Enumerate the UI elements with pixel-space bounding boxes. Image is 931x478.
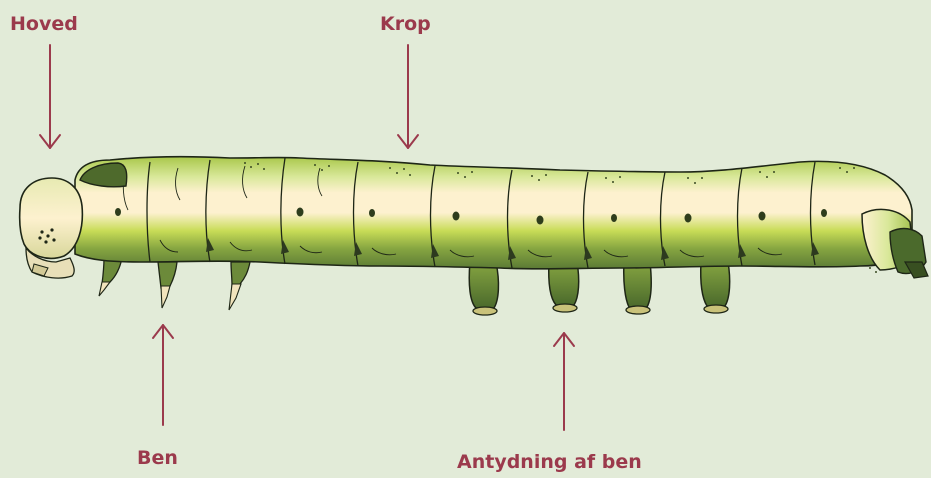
leg: [99, 258, 122, 296]
true-legs: [99, 258, 250, 310]
arrow-legs: [153, 325, 173, 425]
arrow-head: [40, 45, 60, 148]
leg: [229, 262, 250, 310]
label-body: Krop: [380, 13, 431, 35]
caterpillar-head: [20, 178, 83, 278]
leg: [158, 262, 177, 308]
prolegs: [469, 262, 729, 315]
caterpillar-body: [75, 157, 912, 269]
arrow-body: [398, 45, 418, 148]
proleg: [701, 262, 730, 313]
label-prolegs: Antydning af ben: [457, 451, 642, 473]
arrow-prolegs: [554, 333, 574, 430]
label-head: Hoved: [10, 13, 78, 35]
proleg: [469, 262, 498, 315]
tail-end: [862, 209, 928, 278]
proleg: [624, 262, 652, 314]
label-legs: Ben: [137, 447, 178, 469]
